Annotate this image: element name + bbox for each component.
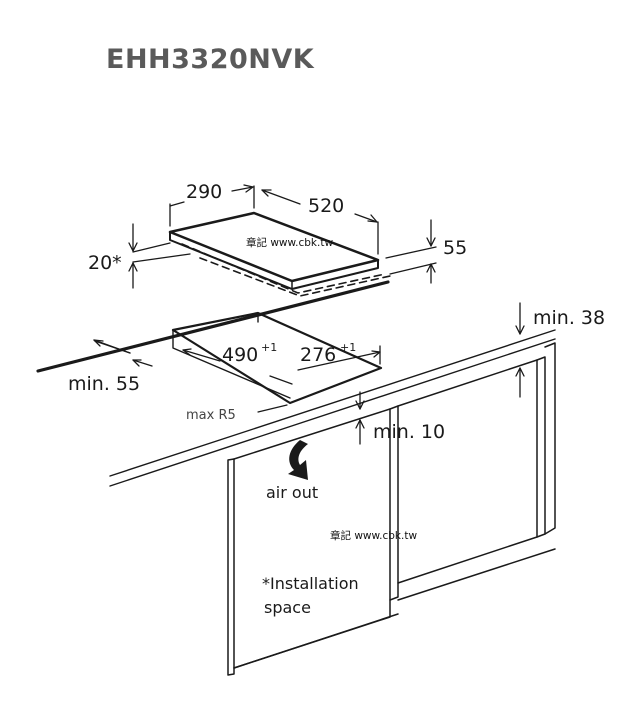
label-276-tol: +1: [340, 341, 356, 354]
label-min-38: min. 38: [533, 307, 605, 329]
dim-min-10: [355, 391, 365, 445]
label-520: 520: [308, 195, 344, 217]
dim-20: [128, 223, 191, 289]
label-air-out: air out: [266, 483, 318, 502]
label-min-55: min. 55: [68, 373, 140, 395]
label-490-tol: +1: [261, 341, 277, 354]
label-max-r5: max R5: [186, 408, 236, 423]
label-290: 290: [186, 181, 222, 203]
cutout-outline: [171, 311, 383, 405]
watermark-bottom: 章記 www.cbk.tw: [330, 529, 417, 542]
worktop-front-edge: [36, 280, 390, 373]
worktop: [36, 280, 556, 487]
label-min-10: min. 10: [373, 421, 445, 443]
dim-290: [169, 184, 255, 227]
label-space: space: [264, 598, 311, 617]
label-55: 55: [443, 237, 467, 259]
hob-body-dashed: [181, 243, 386, 294]
dim-min-55: [93, 339, 153, 367]
model-title: EHH3320NVK: [106, 44, 315, 75]
dim-55: [385, 219, 437, 284]
air-out-arrow-icon: [288, 440, 308, 480]
dim-276: [297, 345, 381, 371]
dim-520: [261, 189, 379, 255]
hob-unit: [168, 211, 391, 297]
label-276: 276: [300, 344, 336, 366]
dim-min-38: [515, 302, 525, 398]
label-490: 490: [222, 344, 258, 366]
label-installation: *Installation: [262, 574, 359, 593]
dim-490: [182, 348, 293, 385]
watermark-top: 章記 www.cbk.tw: [246, 236, 333, 249]
cabinet: [227, 342, 556, 676]
max-r5-leader: [257, 404, 288, 413]
label-20: 20*: [88, 252, 122, 274]
